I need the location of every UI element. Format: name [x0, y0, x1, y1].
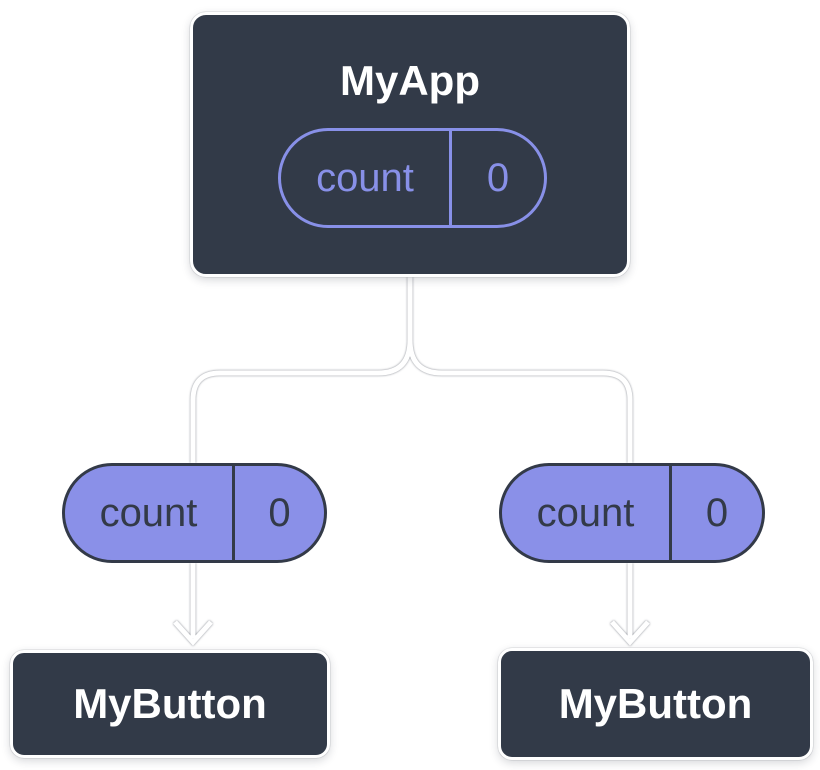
node-mybutton-left-title: MyButton [73, 680, 267, 727]
prop-pill-right-value: 0 [705, 490, 729, 535]
node-myapp-title: MyApp [340, 57, 480, 104]
prop-pill-left-value: 0 [268, 490, 291, 535]
state-pill-label: count [281, 131, 452, 225]
node-myapp: MyApp count 0 [190, 12, 630, 277]
node-mybutton-left: MyButton [10, 650, 330, 758]
fork-connector-left [190, 277, 413, 463]
state-pill: count 0 [278, 128, 547, 228]
state-pill-value: 0 [486, 155, 510, 200]
right-arrowhead-icon [610, 620, 650, 646]
left-arrowhead-icon [173, 620, 213, 646]
prop-pill-right-label: count [502, 466, 672, 560]
prop-pill-left-label: count [65, 466, 235, 560]
node-mybutton-right-title: MyButton [558, 680, 753, 727]
prop-pill-left: count 0 [62, 463, 327, 563]
fork-connector-right [407, 339, 633, 463]
prop-pill-right: count 0 [499, 463, 765, 563]
node-mybutton-right: MyButton [498, 648, 813, 760]
